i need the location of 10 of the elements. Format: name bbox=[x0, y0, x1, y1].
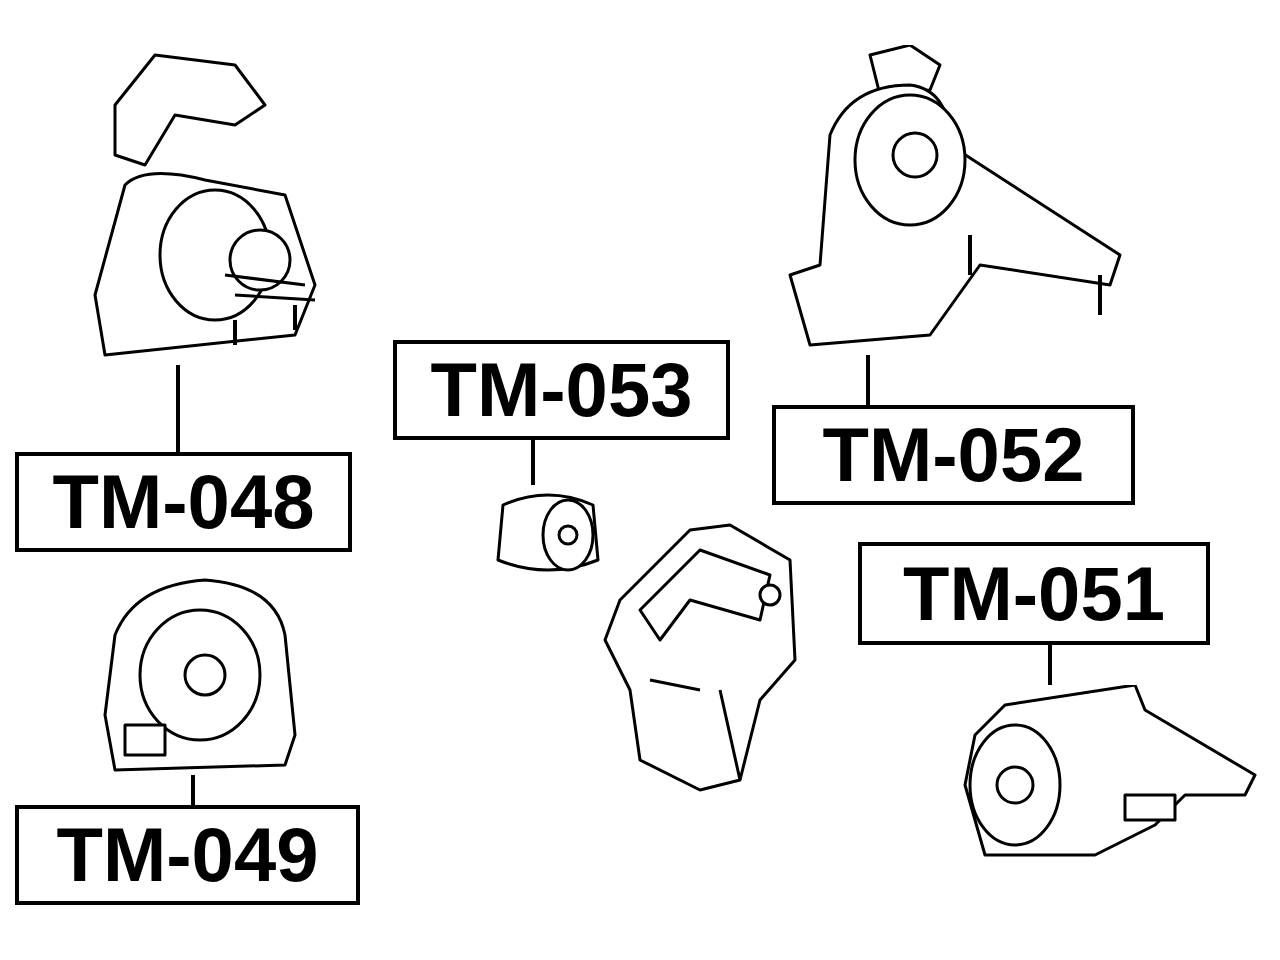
leader-line bbox=[866, 355, 870, 405]
leader-line bbox=[1048, 645, 1052, 685]
leader-line bbox=[191, 775, 195, 805]
part-number-label: TM-048 bbox=[15, 452, 352, 552]
leader-line bbox=[176, 365, 180, 452]
part-number-label: TM-049 bbox=[15, 805, 360, 905]
leader-line bbox=[531, 440, 535, 485]
part-number-label: TM-052 bbox=[772, 405, 1135, 505]
part-number-label: TM-053 bbox=[393, 340, 730, 440]
part-number-label: TM-051 bbox=[858, 542, 1210, 645]
